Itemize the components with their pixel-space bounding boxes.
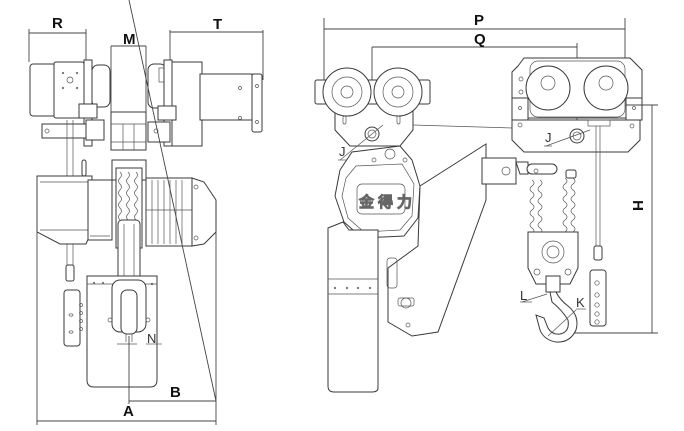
dimension-r xyxy=(28,29,87,62)
finned-gearbox xyxy=(145,177,217,247)
dimension-h xyxy=(572,104,658,334)
brand-plate-text: 金得力 xyxy=(359,193,417,212)
hoist-body-side xyxy=(334,143,487,337)
label-b: B xyxy=(170,384,181,401)
label-h: H xyxy=(628,200,646,211)
left-trolley-motor xyxy=(29,59,111,147)
label-p: P xyxy=(474,12,485,29)
label-j-right: J xyxy=(545,130,552,145)
label-l: L xyxy=(520,288,528,303)
label-t: T xyxy=(213,16,223,33)
rail-beam xyxy=(110,111,147,151)
label-n: N xyxy=(147,331,157,346)
dimension-m xyxy=(110,45,147,115)
dimension-t xyxy=(169,30,264,80)
label-j-left: J xyxy=(339,144,346,159)
pendant-control-side xyxy=(589,245,607,327)
label-m: M xyxy=(123,31,136,48)
front-view xyxy=(28,0,264,425)
pendant-control-front xyxy=(63,264,83,347)
label-k: K xyxy=(576,295,585,310)
side-view xyxy=(314,18,658,393)
hoist-motor-block xyxy=(36,159,113,245)
label-a: A xyxy=(123,403,134,420)
left-trolley-side xyxy=(314,67,513,161)
label-r: R xyxy=(52,15,63,32)
label-q: Q xyxy=(474,31,486,48)
chain-spring-column xyxy=(111,159,147,283)
bottom-block-front xyxy=(107,279,162,345)
chain-bag-side xyxy=(327,221,379,393)
right-trolley-side xyxy=(511,57,643,153)
pendant-cable-side xyxy=(595,126,601,250)
dimension-a-b xyxy=(36,0,217,425)
bottom-block-side xyxy=(481,157,586,343)
right-trolley-motor xyxy=(147,59,263,147)
